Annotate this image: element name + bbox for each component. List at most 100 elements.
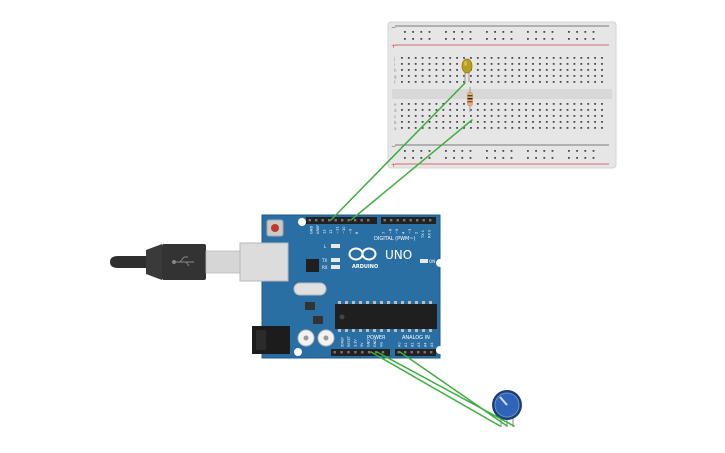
breadboard-hole (442, 115, 445, 117)
breadboard-hole (449, 63, 452, 65)
chip-notch (339, 314, 345, 320)
breadboard-hole (497, 115, 500, 117)
wire-pot-to-gnd[interactable] (376, 351, 515, 427)
breadboard-hole (463, 121, 465, 123)
rail-hole (535, 31, 537, 33)
breadboard-hole (456, 127, 458, 129)
bottom-header-pins (333, 351, 433, 354)
bottom-rail-holes (404, 150, 595, 159)
breadboard-hole (525, 69, 527, 71)
wire-led-to-gnd[interactable] (330, 82, 466, 221)
breadboard-hole (573, 63, 576, 65)
pot-indicator (499, 396, 508, 406)
power-header[interactable] (331, 349, 390, 356)
breadboard-hole (594, 57, 596, 59)
arduino-uno-board[interactable]: GND AREF 13 12 ~11 ~10 ~9 8 7 ~6 ~5 4 ~3… (239, 214, 444, 359)
breadboard-hole (421, 127, 424, 129)
breadboard-hole (428, 81, 431, 83)
breadboard-hole (518, 115, 521, 117)
breadboard-hole (518, 57, 521, 59)
row-letter: g (394, 74, 397, 79)
breadboard-hole (490, 115, 493, 117)
analog-header[interactable] (395, 349, 436, 356)
breadboard-hole (545, 57, 548, 59)
breadboard-hole (545, 121, 548, 123)
breadboard-hole (414, 109, 417, 111)
rail-hole (420, 157, 423, 159)
breadboard-hole (490, 127, 493, 129)
breadboard-hole (573, 75, 576, 77)
rail-hole (576, 150, 578, 152)
breadboard-hole (552, 127, 555, 129)
chip-pin (422, 329, 425, 332)
rail-hole (592, 31, 595, 33)
rail-hole (412, 31, 414, 33)
breadboard-hole (428, 57, 431, 59)
rail-hole (543, 38, 546, 40)
breadboard-hole (518, 109, 521, 111)
breadboard-hole (483, 103, 486, 105)
rail-hole (445, 150, 447, 152)
breadboard-hole (442, 63, 445, 65)
digital-pin-label: GND (310, 226, 314, 234)
breadboard-hole (552, 109, 555, 111)
breadboard-hole (580, 121, 583, 123)
breadboard-hole (511, 57, 514, 59)
digital-pin-label: ~9 (349, 228, 353, 234)
rail-hole (453, 150, 455, 152)
breadboard-hole (456, 69, 458, 71)
resistor[interactable] (467, 87, 473, 112)
breadboard-hole (483, 69, 486, 71)
breadboard-hole (407, 115, 410, 117)
led[interactable] (461, 58, 473, 82)
breadboard-hole (594, 69, 596, 71)
wire-resistor-to-pin[interactable] (350, 119, 473, 221)
header-pin (417, 351, 420, 354)
usb-cable[interactable] (110, 244, 241, 280)
breadboard-hole (525, 57, 527, 59)
breadboard-hole (435, 81, 438, 83)
breadboard-hole (463, 81, 465, 83)
breadboard[interactable]: j i h g f e d c b a − + − + (387, 21, 617, 169)
rail-hole (551, 38, 554, 40)
rail-hole (445, 38, 447, 40)
rail-hole (494, 157, 496, 159)
reset-button-cap[interactable] (271, 224, 279, 232)
usb-b-jack (239, 242, 289, 282)
wire-pot-to-5v[interactable] (370, 351, 501, 427)
rail-hole (527, 31, 529, 33)
wires[interactable] (330, 82, 515, 427)
breadboard-hole (407, 109, 410, 111)
breadboard-hole (421, 75, 424, 77)
breadboard-hole (449, 81, 452, 83)
l-led (331, 244, 340, 248)
breadboard-hole (497, 109, 500, 111)
breadboard-hole (545, 63, 548, 65)
header-pin (354, 351, 357, 354)
breadboard-hole (483, 81, 486, 83)
breadboard-hole (594, 115, 596, 117)
breadboard-hole (545, 127, 548, 129)
wire-pot-to-a0[interactable] (399, 351, 508, 427)
breadboard-hole (601, 103, 603, 105)
rail-hole (412, 150, 414, 152)
power-pin-label: 3.3V (354, 339, 358, 347)
rail-hole (404, 38, 406, 40)
breadboard-hole (594, 121, 596, 123)
rail-hole (535, 38, 537, 40)
rail-hole (543, 31, 546, 33)
rail-plus-label: + (391, 162, 396, 169)
breadboard-hole (594, 81, 596, 83)
rail-hole (568, 38, 570, 40)
power-header-title: POWER (367, 335, 386, 341)
breadboard-hole (428, 121, 431, 123)
analog-pin-label: A1 (404, 343, 408, 347)
breadboard-hole (601, 121, 603, 123)
breadboard-hole (532, 103, 534, 105)
usb-plug-metal (205, 250, 241, 274)
breadboard-hole (476, 69, 479, 71)
digital-header-right[interactable] (381, 217, 436, 224)
digital-header-title: DIGITAL (PWM~) (374, 236, 416, 242)
breadboard-hole (552, 115, 555, 117)
